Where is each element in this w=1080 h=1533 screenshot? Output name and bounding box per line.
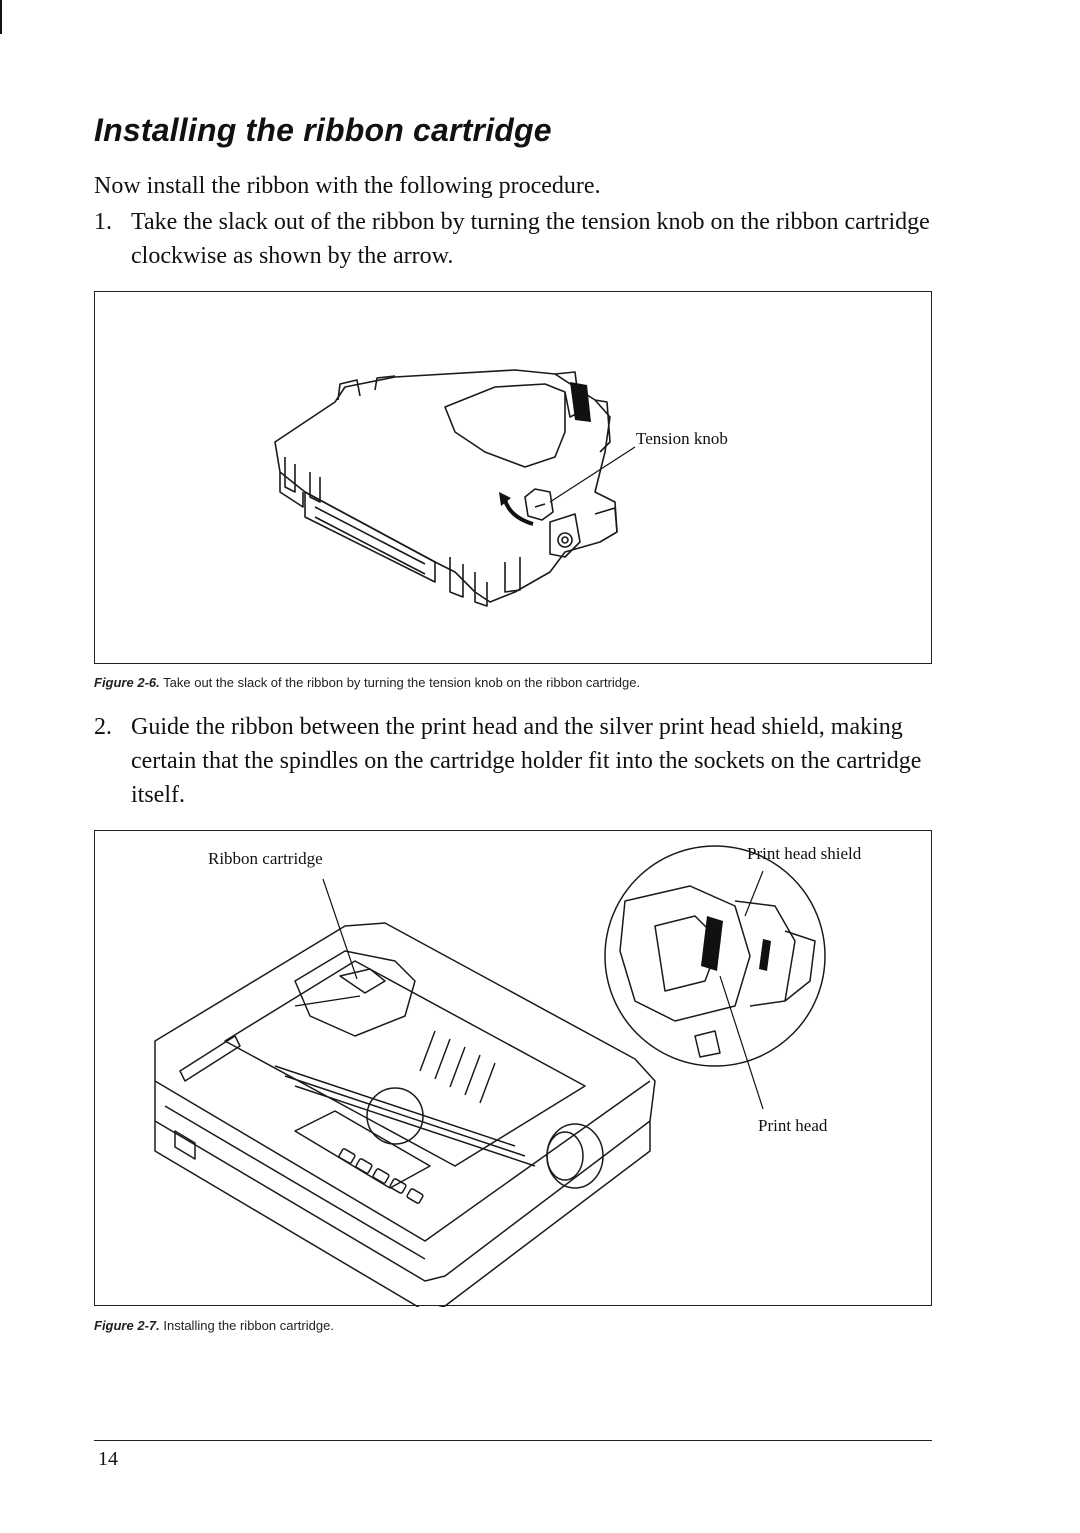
figure-2-7-caption-text: Installing the ribbon cartridge. xyxy=(163,1318,334,1333)
step-1-text: Take the slack out of the ribbon by turn… xyxy=(131,209,930,269)
page-number: 14 xyxy=(98,1448,118,1470)
intro-paragraph: Now install the ribbon with the followin… xyxy=(94,173,601,199)
step-2-number: 2. xyxy=(94,714,112,740)
callout-tension-knob: Tension knob xyxy=(636,429,728,448)
footer-rule xyxy=(94,1440,932,1441)
figure-2-7-label: Figure 2-7. xyxy=(94,1318,160,1333)
figure-2-6-caption: Figure 2-6. Take out the slack of the ri… xyxy=(94,675,640,690)
figure-2-6: Tension knob xyxy=(94,291,932,664)
figure-2-6-caption-text: Take out the slack of the ribbon by turn… xyxy=(163,675,641,690)
callout-print-head-shield: Print head shield xyxy=(747,844,862,863)
scan-edge-mark xyxy=(0,0,2,34)
figure-2-7: Ribbon cartridge Print head shield Print… xyxy=(94,830,932,1307)
ribbon-cartridge-illustration xyxy=(274,369,636,607)
section-heading: Installing the ribbon cartridge xyxy=(94,112,552,148)
step-2: 2. Guide the ribbon between the print he… xyxy=(94,710,944,812)
figure-2-7-caption: Figure 2-7. Installing the ribbon cartri… xyxy=(94,1318,334,1333)
figure-2-6-label: Figure 2-6. xyxy=(94,675,160,690)
printer-illustration xyxy=(154,845,826,1307)
callout-ribbon-cartridge: Ribbon cartridge xyxy=(208,849,323,868)
step-2-text: Guide the ribbon between the print head … xyxy=(131,714,922,808)
step-1-number: 1. xyxy=(94,209,112,235)
step-1: 1. Take the slack out of the ribbon by t… xyxy=(94,205,944,273)
callout-print-head: Print head xyxy=(758,1116,828,1135)
